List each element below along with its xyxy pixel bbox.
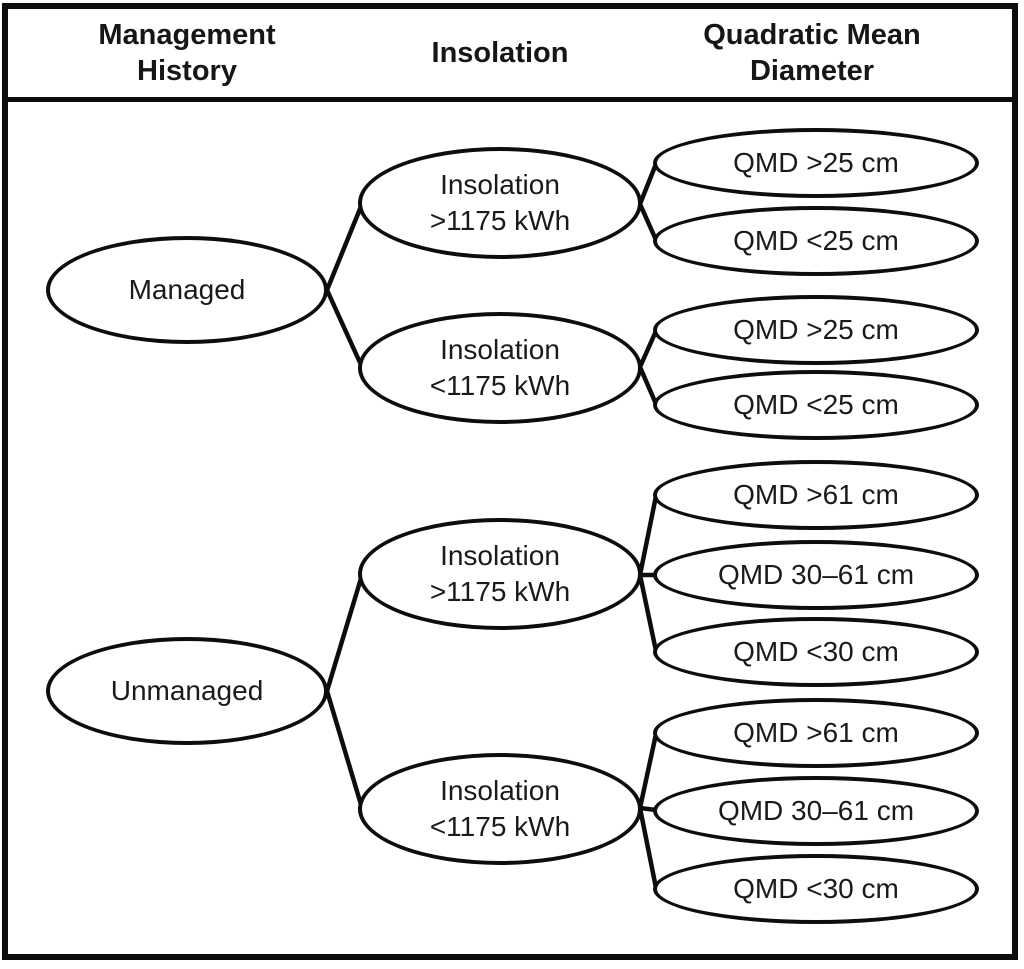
node-managed: Managed bbox=[46, 236, 328, 344]
node-label-line: >1175 kWh bbox=[429, 205, 571, 236]
header-text-line: Management bbox=[98, 19, 276, 51]
node-qmd-gt25-2: QMD >25 cm bbox=[653, 295, 979, 365]
node-label: QMD <25 cm bbox=[733, 225, 899, 256]
node-label: QMD >61 cm bbox=[733, 479, 899, 510]
node-label-line: Insolation bbox=[440, 775, 560, 806]
header-text-line: History bbox=[137, 55, 237, 87]
header-divider-line bbox=[8, 97, 1012, 102]
node-qmd-gt25-1: QMD >25 cm bbox=[653, 128, 979, 198]
figure-border bbox=[2, 3, 1018, 960]
node-label: Unmanaged bbox=[110, 675, 264, 706]
node-label-line: <1175 kWh bbox=[429, 811, 571, 842]
node-qmd-30-61-2: QMD 30–61 cm bbox=[653, 776, 979, 846]
node-insolation-high-unmanaged: Insolation >1175 kWh bbox=[358, 518, 642, 630]
node-unmanaged: Unmanaged bbox=[46, 637, 328, 745]
node-label-line: <1175 kWh bbox=[429, 370, 571, 401]
node-label: QMD <30 cm bbox=[733, 636, 899, 667]
node-label: Managed bbox=[128, 274, 246, 305]
header-text-line: Diameter bbox=[749, 55, 875, 87]
node-label: QMD 30–61 cm bbox=[717, 795, 915, 826]
header-text-line: Quadratic Mean bbox=[703, 19, 921, 51]
header-text-line: Insolation bbox=[431, 37, 569, 69]
node-insolation-high-managed: Insolation >1175 kWh bbox=[358, 147, 642, 259]
node-qmd-lt30-1: QMD <30 cm bbox=[653, 617, 979, 687]
node-label: QMD <30 cm bbox=[733, 873, 899, 904]
node-insolation-low-unmanaged: Insolation <1175 kWh bbox=[358, 753, 642, 865]
node-qmd-gt61-1: QMD >61 cm bbox=[653, 460, 979, 530]
node-label-line: Insolation bbox=[440, 334, 560, 365]
node-qmd-30-61-1: QMD 30–61 cm bbox=[653, 540, 979, 610]
node-qmd-lt30-2: QMD <30 cm bbox=[653, 854, 979, 924]
column-header-insolation: Insolation bbox=[350, 9, 650, 97]
node-qmd-lt25-2: QMD <25 cm bbox=[653, 370, 979, 440]
node-qmd-lt25-1: QMD <25 cm bbox=[653, 206, 979, 276]
node-label: QMD <25 cm bbox=[733, 389, 899, 420]
node-label-line: Insolation bbox=[440, 169, 560, 200]
node-qmd-gt61-2: QMD >61 cm bbox=[653, 698, 979, 768]
column-header-quadratic-mean-diameter: Quadratic Mean Diameter bbox=[637, 9, 987, 97]
column-header-management-history: Management History bbox=[37, 9, 337, 97]
node-insolation-low-managed: Insolation <1175 kWh bbox=[358, 312, 642, 424]
node-label: QMD 30–61 cm bbox=[717, 559, 915, 590]
node-label: QMD >61 cm bbox=[733, 717, 899, 748]
node-label-line: Insolation bbox=[440, 540, 560, 571]
node-label: QMD >25 cm bbox=[733, 314, 899, 345]
node-label: QMD >25 cm bbox=[733, 147, 899, 178]
node-label-line: >1175 kWh bbox=[429, 576, 571, 607]
